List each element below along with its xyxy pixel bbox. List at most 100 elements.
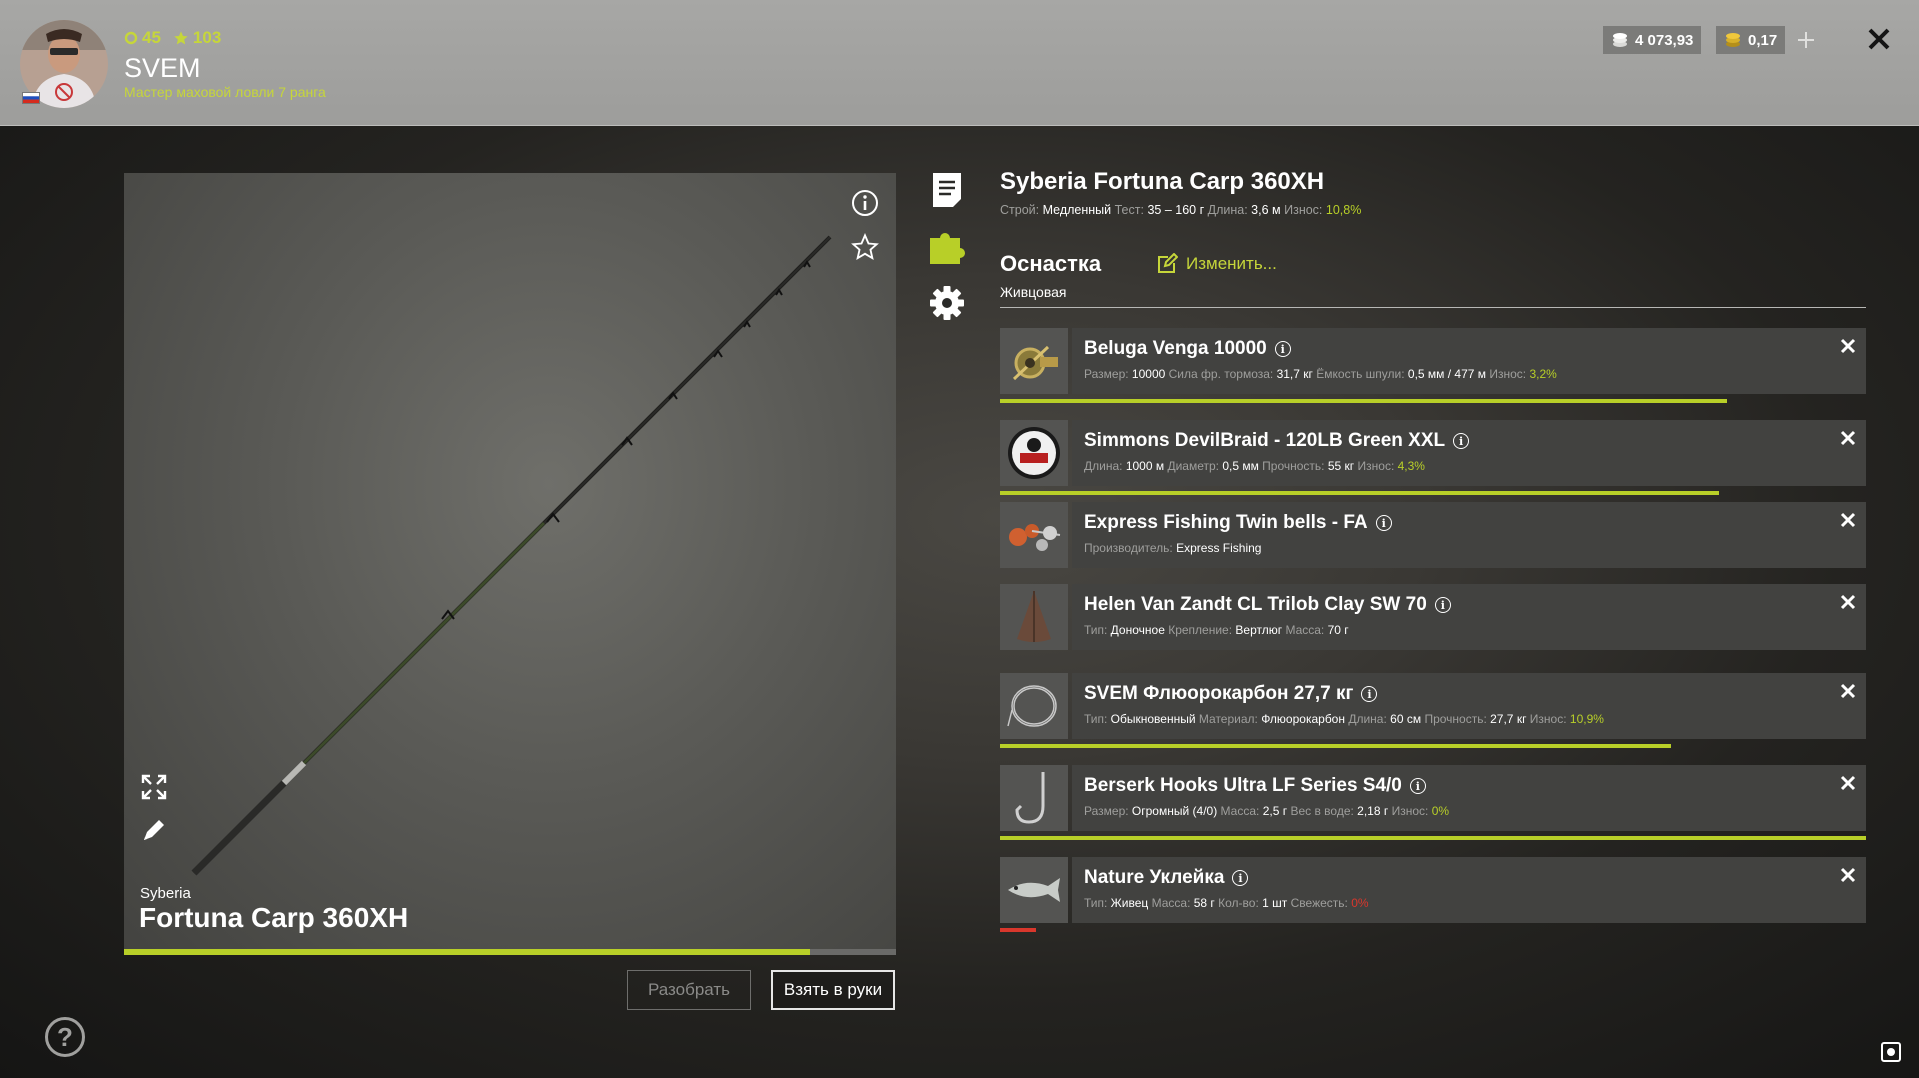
spec-label: Износ: [1529,712,1570,726]
record-icon [1887,1048,1895,1056]
info-icon[interactable]: i [1361,686,1378,702]
spec-label: Строй: [1000,203,1043,217]
stars-stat: 103 [173,28,221,48]
rod-image [191,235,832,876]
spec-label: Тест: [1114,203,1148,217]
plus-icon [1798,32,1814,48]
document-icon [933,173,961,207]
spec-label: Тип: [1084,896,1111,910]
spec-value: 55 кг [1327,459,1355,473]
take-in-hands-button[interactable]: Взять в руки [771,970,895,1010]
fish-icon [1000,857,1068,923]
spec-value: Огромный (4/0) [1131,804,1218,818]
star-outline-icon [851,233,879,260]
spec-value: 70 г [1327,623,1349,637]
preview-brand: Syberia [140,885,191,902]
remove-item-button[interactable] [1840,679,1856,705]
add-currency-button[interactable] [1792,26,1820,54]
camera-button[interactable] [1881,1042,1901,1062]
spec-label: Износ: [1284,203,1326,217]
info-icon[interactable]: i [1375,515,1392,531]
spec-label: Прочность: [1424,712,1491,726]
spec-value: 10,9% [1569,712,1604,726]
spec-label: Износ: [1391,804,1432,818]
info-icon[interactable]: i [1232,870,1249,886]
remove-item-button[interactable] [1840,426,1856,452]
change-rig-link[interactable]: Изменить... [1156,253,1277,275]
description-tab[interactable] [928,169,966,211]
spec-value: 60 см [1390,712,1422,726]
spec-label: Материал: [1198,712,1262,726]
spec-label: Масса: [1285,623,1328,637]
fullscreen-button[interactable] [139,772,169,802]
rod-preview[interactable] [124,173,896,951]
spec-value: Флюорокарбон [1261,712,1345,726]
stars-value: 103 [192,28,222,47]
info-icon [852,190,878,216]
spec-label: Тип: [1084,623,1111,637]
spec-value: 0% [1351,896,1369,910]
sinker-icon [1000,584,1068,650]
spec-value: 27,7 кг [1490,712,1527,726]
remove-item-button[interactable] [1840,508,1856,534]
line-spool-icon [1000,420,1068,486]
star-icon [174,31,188,45]
rig-item-specs: Производитель: Express Fishing [1084,541,1261,555]
info-button[interactable] [850,188,880,218]
settings-tab[interactable] [928,282,966,324]
rig-item-specs: Тип: Обыкновенный Материал: Флюорокарбон… [1084,712,1604,726]
spec-value: 0% [1431,804,1450,818]
silver-coins-icon [1613,33,1627,47]
remove-item-button[interactable] [1840,590,1856,616]
spec-label: Крепление: [1168,623,1236,637]
top-bar: 45 103 SVEM Мастер маховой ловли 7 ранга… [0,0,1919,126]
spec-label: Производитель: [1084,541,1177,555]
rod-title: Syberia Fortuna Carp 360XH [1000,168,1325,195]
favorite-button[interactable] [850,232,880,262]
expand-icon [141,774,167,800]
help-button[interactable]: ? [45,1017,85,1057]
disassemble-button[interactable]: Разобрать [627,970,751,1010]
spec-label: Износ: [1489,367,1530,381]
level-icon [124,31,138,45]
edit-button[interactable] [139,815,169,845]
spec-value: 2,5 г [1262,804,1288,818]
spec-value: Обыкновенный [1110,712,1196,726]
rig-tab[interactable] [928,226,966,268]
wear-bar [1000,928,1866,932]
spec-value: 1 шт [1262,896,1288,910]
player-rank: Мастер маховой ловли 7 ранга [124,84,326,100]
spec-label: Сила фр. тормоза: [1168,367,1277,381]
change-rig-label: Изменить... [1186,254,1277,273]
close-button[interactable] [1862,22,1896,56]
spec-value: Живец [1110,896,1149,910]
spec-value: 3,2% [1529,367,1557,381]
info-icon[interactable]: i [1434,597,1451,613]
remove-item-button[interactable] [1840,334,1856,360]
reel-icon [1000,328,1068,394]
remove-item-button[interactable] [1840,771,1856,797]
spec-value: 58 г [1193,896,1215,910]
info-icon[interactable]: i [1453,433,1470,449]
info-icon[interactable]: i [1274,341,1291,357]
rig-item-specs: Тип: Живец Масса: 58 г Кол-во: 1 шт Свеж… [1084,896,1369,910]
bells-icon [1000,502,1068,568]
info-icon[interactable]: i [1409,778,1426,794]
wear-bar [1000,836,1866,840]
spec-value: Медленный [1042,203,1112,217]
spec-value: Вертлюг [1235,623,1283,637]
remove-item-button[interactable] [1840,863,1856,889]
wear-bar [1000,399,1866,403]
spec-label: Износ: [1357,459,1398,473]
gold-coins-icon [1726,33,1740,47]
